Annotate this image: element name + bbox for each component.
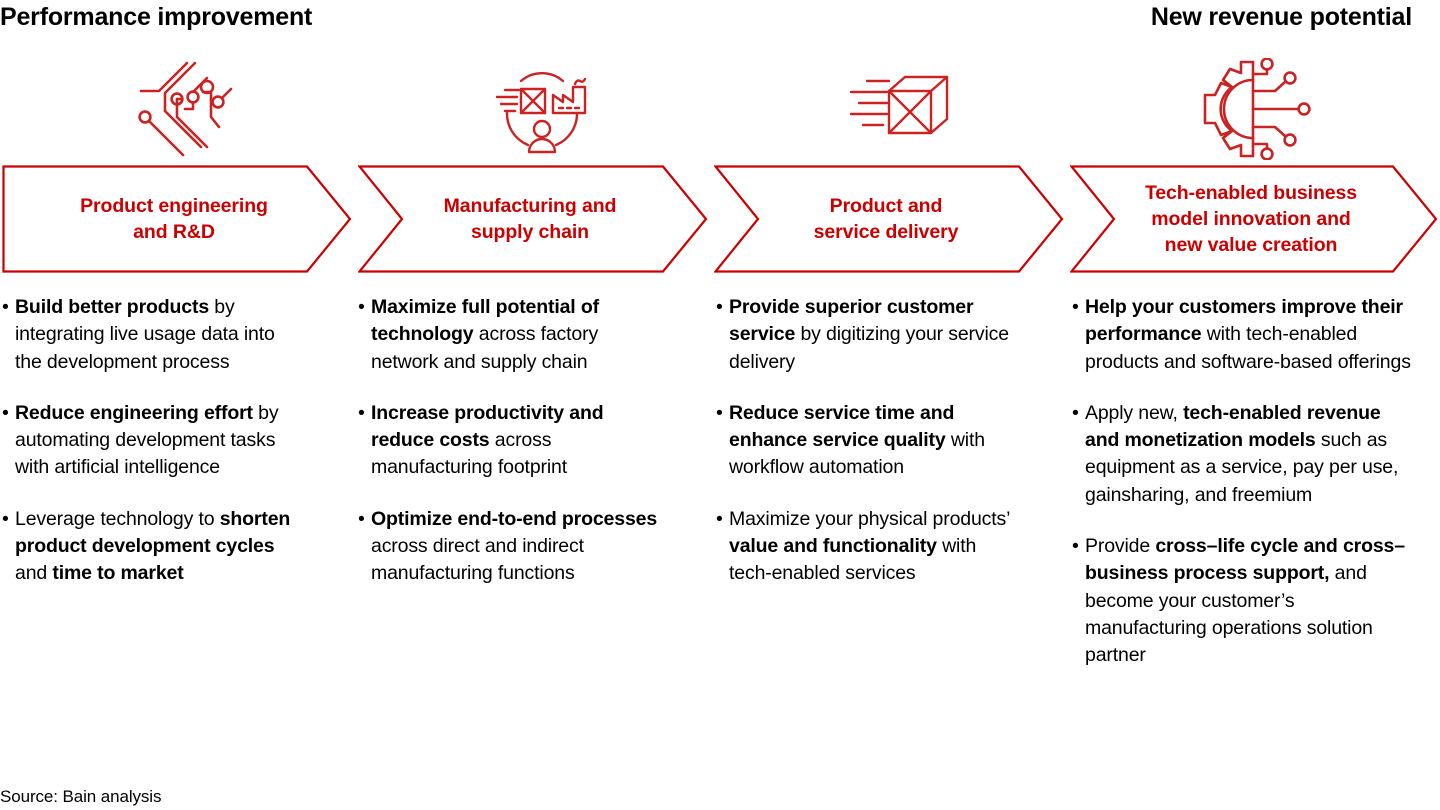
bullet-dot-icon: • bbox=[1072, 401, 1079, 424]
bullet-text-emphasis: Maximize full potential of technology bbox=[371, 296, 599, 346]
package-delivery-icon bbox=[849, 71, 955, 147]
bullet-text-run: Maximize your physical products’ bbox=[729, 507, 1010, 530]
bullet-dot-icon: • bbox=[358, 296, 365, 318]
bullet-text-emphasis: cross–life cycle and cross–business proc… bbox=[1085, 535, 1405, 585]
bullet-dot-icon: • bbox=[716, 296, 723, 318]
supply-chain-icon bbox=[491, 59, 593, 159]
bullet-item: • Provide cross–life cycle and cross–busi… bbox=[1072, 533, 1420, 669]
bullet-item: • Reduce engineering effort by automating… bbox=[2, 400, 302, 482]
source-note: Source: Bain analysis bbox=[0, 787, 162, 806]
bullet-dot-icon: • bbox=[716, 507, 723, 530]
bullet-text: Increase productivity and reduce costs a… bbox=[371, 400, 658, 482]
bullet-column-4: • Help your customers improve their perfo… bbox=[1072, 294, 1420, 694]
bullet-text-run: with tech-enabled products and software-… bbox=[1085, 323, 1411, 373]
bullet-text-emphasis: Build better products bbox=[15, 296, 210, 318]
bullet-dot-icon: • bbox=[716, 401, 723, 424]
bullet-dot-icon: • bbox=[1072, 535, 1079, 558]
bullet-text-run: Leverage technology to bbox=[15, 507, 220, 530]
bullet-columns: • Build better products by integrating li… bbox=[0, 294, 1440, 744]
bullet-text: Provide cross–life cycle and cross–busin… bbox=[1085, 533, 1420, 669]
bullet-text-run: by digitizing your service delivery bbox=[729, 323, 1009, 373]
circuit-traces-icon bbox=[137, 59, 233, 159]
bullet-item: • Maximize your physical products’ value … bbox=[716, 506, 1016, 588]
bullet-dot-icon: • bbox=[2, 507, 9, 530]
bullet-item: • Optimize end-to-end processes across di… bbox=[358, 506, 658, 588]
bullet-text: Apply new, tech-enabled revenue and mone… bbox=[1085, 400, 1420, 509]
bullet-item: • Build better products by integrating li… bbox=[2, 294, 302, 376]
page-title-right: New revenue potential bbox=[1150, 3, 1412, 31]
stage-icon-1 bbox=[5, 55, 365, 163]
bullet-text-emphasis: tech-enabled revenue and monetization mo… bbox=[1085, 401, 1381, 452]
bullet-item: • Provide superior customer service by di… bbox=[716, 294, 1016, 376]
bullet-dot-icon: • bbox=[358, 401, 365, 424]
bullet-item: • Reduce service time and enhance service… bbox=[716, 400, 1016, 482]
bullet-text: Maximize your physical products’ value a… bbox=[729, 506, 1016, 588]
bullet-item: • Leverage technology to shorten product … bbox=[2, 506, 302, 588]
icon-row bbox=[0, 55, 1440, 163]
bullet-text-emphasis: value and functionality bbox=[729, 535, 937, 558]
bullet-item: • Apply new, tech-enabled revenue and mon… bbox=[1072, 400, 1420, 509]
bullet-text-emphasis: time to market bbox=[52, 562, 184, 585]
page-title-left: Performance improvement bbox=[0, 3, 313, 31]
bullet-text-run: Provide bbox=[1085, 535, 1156, 558]
bullet-text-run: with workflow automation bbox=[729, 429, 985, 479]
gear-circuit-icon bbox=[1203, 58, 1313, 160]
bullet-text-emphasis: Increase productivity and reduce costs bbox=[371, 401, 604, 452]
bullet-text: Build better products by integrating liv… bbox=[15, 294, 302, 376]
bullet-item: • Help your customers improve their perfo… bbox=[1072, 294, 1420, 376]
bullet-text-emphasis: Reduce engineering effort bbox=[15, 401, 253, 424]
bullet-dot-icon: • bbox=[1072, 296, 1079, 318]
bullet-text: Help your customers improve their perfor… bbox=[1085, 294, 1420, 376]
bullet-text-emphasis: Reduce service time and enhance service … bbox=[729, 401, 955, 452]
stage-chevron-label-1: Product engineering and R&D bbox=[80, 195, 268, 243]
bullet-text-emphasis: Help your customers improve their perfor… bbox=[1085, 296, 1403, 346]
bullet-dot-icon: • bbox=[2, 296, 9, 318]
bullet-text-emphasis: Provide superior customer service bbox=[729, 296, 974, 346]
bullet-dot-icon: • bbox=[358, 507, 365, 530]
bullet-text-run: across manufacturing footprint bbox=[371, 429, 567, 479]
stage-chevron-3[interactable]: Product and service delivery bbox=[714, 165, 1064, 273]
bullet-text: Maximize full potential of technology ac… bbox=[371, 294, 658, 376]
bullet-text: Reduce engineering effort by automating … bbox=[15, 400, 302, 482]
bullet-text-run: Apply new, bbox=[1085, 401, 1184, 424]
bullet-text-run: with tech-enabled services bbox=[729, 535, 977, 585]
bullet-dot-icon: • bbox=[2, 401, 9, 424]
stage-icon-4 bbox=[1078, 55, 1438, 163]
stage-chevron-label-4: Tech-enabled business model innovation a… bbox=[1144, 182, 1358, 256]
stage-icon-3 bbox=[722, 55, 1082, 163]
bullet-text-run: by automating development tasks with art… bbox=[15, 401, 279, 479]
stage-chevron-band: Product engineering and R&D Manufacturin… bbox=[0, 165, 1440, 273]
stage-chevron-label-2: Manufacturing and supply chain bbox=[443, 195, 617, 243]
stage-chevron-label-3: Product and service delivery bbox=[813, 195, 959, 243]
bullet-text: Provide superior customer service by dig… bbox=[729, 294, 1016, 376]
bullet-text-run: and bbox=[15, 562, 53, 585]
stage-chevron-1[interactable]: Product engineering and R&D bbox=[2, 165, 352, 273]
bullet-item: • Maximize full potential of technology a… bbox=[358, 294, 658, 376]
stage-icon-2 bbox=[362, 55, 722, 163]
bullet-text-emphasis: Optimize end-to-end processes bbox=[371, 507, 658, 530]
bullet-text-run: across direct and indirect manufacturing… bbox=[371, 535, 584, 585]
bullet-text-run: by integrating live usage data into the … bbox=[15, 296, 275, 373]
bullet-text-emphasis: shorten product development cycles bbox=[15, 507, 291, 558]
bullet-text-run: across factory network and supply chain bbox=[371, 323, 599, 373]
bullet-text-run: such as equipment as a service, pay per … bbox=[1085, 429, 1399, 506]
stage-chevron-2[interactable]: Manufacturing and supply chain bbox=[358, 165, 708, 273]
bullet-column-3: • Provide superior customer service by di… bbox=[716, 294, 1016, 612]
bullet-text: Leverage technology to shorten product d… bbox=[15, 506, 302, 588]
stage-chevron-4[interactable]: Tech-enabled business model innovation a… bbox=[1070, 165, 1438, 273]
bullet-column-1: • Build better products by integrating li… bbox=[2, 294, 302, 612]
bullet-text-run: and become your customer’s manufacturing… bbox=[1085, 562, 1373, 667]
bullet-column-2: • Maximize full potential of technology a… bbox=[358, 294, 658, 612]
bullet-item: • Increase productivity and reduce costs … bbox=[358, 400, 658, 482]
bullet-text: Optimize end-to-end processes across dir… bbox=[371, 506, 658, 588]
bullet-text: Reduce service time and enhance service … bbox=[729, 400, 1016, 482]
